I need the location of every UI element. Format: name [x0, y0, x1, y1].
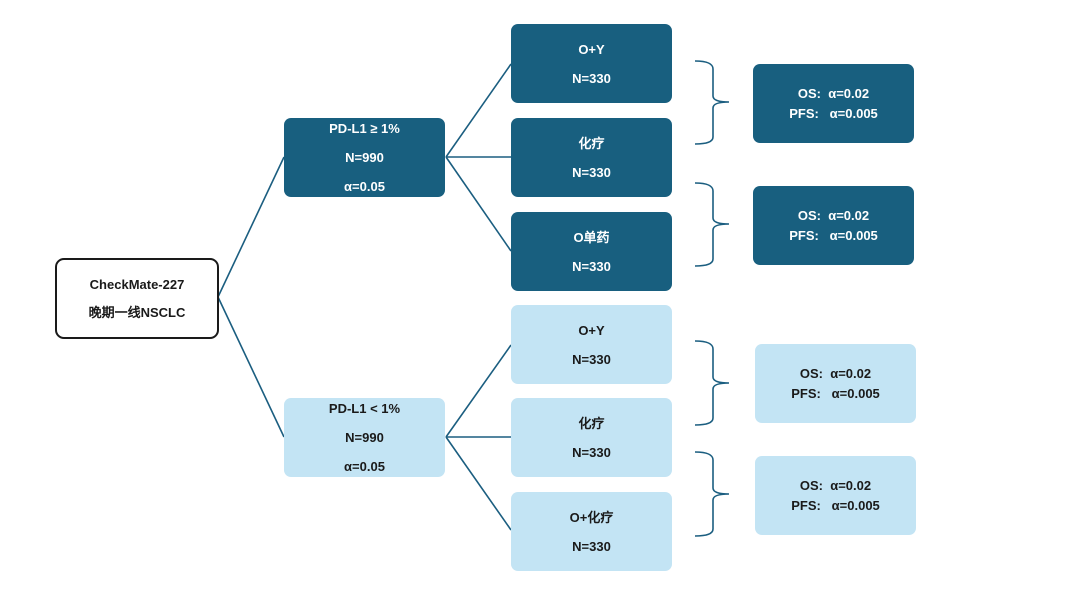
comparison-node: OS: α=0.02 PFS: α=0.005 — [753, 64, 914, 143]
pfs-alpha: PFS: α=0.005 — [789, 105, 878, 121]
arm-sample-size: N=330 — [572, 351, 611, 367]
trial-root-node: CheckMate-227 晚期一线NSCLC — [55, 258, 219, 339]
arm-node: O+Y N=330 — [511, 305, 672, 384]
trial-indication: 晚期一线NSCLC — [88, 304, 186, 320]
arm-name: 化疗 — [578, 135, 605, 151]
bracket-high-2 — [694, 182, 730, 267]
arm-sample-size: N=330 — [572, 164, 611, 180]
arm-name: O+Y — [578, 41, 605, 57]
pfs-alpha: PFS: α=0.005 — [791, 497, 880, 513]
bracket-high-1 — [694, 60, 730, 145]
group-label: PD-L1 ≥ 1% — [329, 121, 400, 136]
os-alpha: OS: α=0.02 — [797, 85, 870, 101]
arm-node: O+化疗 N=330 — [511, 492, 672, 571]
group-sample-size: N=990 — [345, 430, 384, 445]
arm-node: O+Y N=330 — [511, 24, 672, 103]
arm-name: 化疗 — [578, 415, 605, 431]
group-node-pdl1-low: PD-L1 < 1% N=990 α=0.05 — [284, 398, 445, 477]
group-alpha: α=0.05 — [344, 179, 385, 194]
arm-name: O+化疗 — [569, 509, 614, 525]
pfs-alpha: PFS: α=0.005 — [791, 385, 880, 401]
comparison-node: OS: α=0.02 PFS: α=0.005 — [753, 186, 914, 265]
trial-name: CheckMate-227 — [89, 276, 185, 292]
arm-sample-size: N=330 — [572, 538, 611, 554]
connector-root-to-pdl1-low — [217, 296, 285, 438]
os-alpha: OS: α=0.02 — [799, 365, 872, 381]
pfs-alpha: PFS: α=0.005 — [789, 227, 878, 243]
group-label: PD-L1 < 1% — [328, 401, 401, 416]
connector-root-to-pdl1-high — [217, 156, 285, 298]
os-alpha: OS: α=0.02 — [799, 477, 872, 493]
arm-sample-size: N=330 — [572, 444, 611, 460]
connector-low-to-arm-1 — [445, 344, 512, 438]
arm-node: 化疗 N=330 — [511, 118, 672, 197]
comparison-node: OS: α=0.02 PFS: α=0.005 — [755, 456, 916, 535]
connector-high-to-arm-1 — [445, 63, 512, 158]
bracket-low-2 — [694, 451, 730, 537]
group-alpha: α=0.05 — [344, 459, 385, 474]
arm-node: 化疗 N=330 — [511, 398, 672, 477]
arm-node: O单药 N=330 — [511, 212, 672, 291]
connector-high-to-arm-3 — [445, 156, 512, 252]
arm-name: O+Y — [578, 322, 605, 338]
os-alpha: OS: α=0.02 — [797, 207, 870, 223]
arm-name: O单药 — [573, 229, 610, 245]
arm-sample-size: N=330 — [572, 258, 611, 274]
bracket-low-1 — [694, 340, 730, 426]
connector-low-to-arm-3 — [445, 436, 512, 531]
comparison-node: OS: α=0.02 PFS: α=0.005 — [755, 344, 916, 423]
group-node-pdl1-high: PD-L1 ≥ 1% N=990 α=0.05 — [284, 118, 445, 197]
group-sample-size: N=990 — [345, 150, 384, 165]
arm-sample-size: N=330 — [572, 70, 611, 86]
